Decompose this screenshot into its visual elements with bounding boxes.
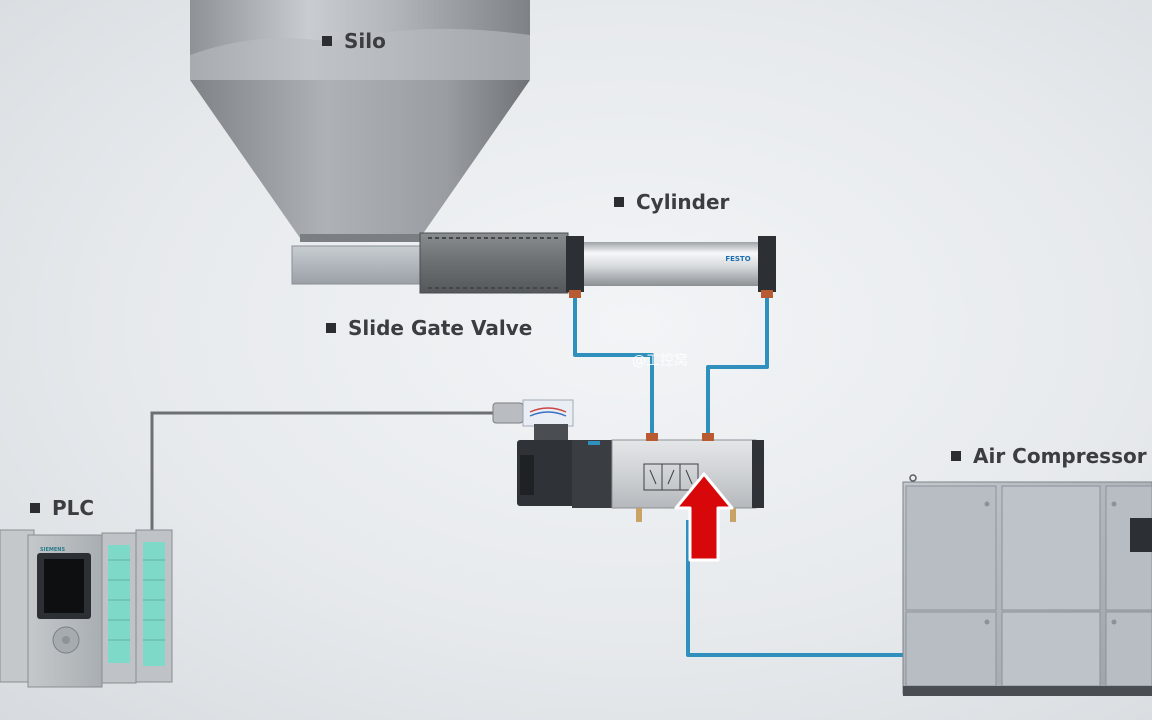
- bullet-square-icon: [30, 503, 40, 513]
- bullet-square-icon: [326, 323, 336, 333]
- pneumatic-cylinder: FESTO: [566, 236, 776, 298]
- label-plc: PLC: [30, 496, 94, 520]
- slide-gate-valve: [291, 232, 569, 294]
- plc-brand-logo: SIEMENS: [40, 547, 65, 553]
- signal-wire: [150, 411, 497, 530]
- label-slide-gate-valve-text: Slide Gate Valve: [348, 316, 533, 340]
- air-line-cylinder-front: [706, 298, 769, 437]
- air-lines: [573, 298, 905, 657]
- label-silo: Silo: [322, 29, 386, 53]
- air-flow-arrow-icon: [674, 472, 734, 562]
- silo: [190, 0, 530, 242]
- air-line-compressor: [686, 520, 905, 657]
- label-slide-gate-valve: Slide Gate Valve: [326, 316, 532, 340]
- watermark: @工控窝: [632, 353, 688, 369]
- label-cylinder: Cylinder: [614, 190, 729, 214]
- air-compressor: [902, 474, 1152, 696]
- cylinder-brand-logo: FESTO: [725, 255, 750, 263]
- bullet-square-icon: [322, 36, 332, 46]
- bullet-square-icon: [951, 451, 961, 461]
- label-plc-text: PLC: [52, 496, 95, 520]
- plc: SIEMENS: [0, 529, 173, 688]
- air-line-cylinder-rear: [573, 298, 654, 437]
- bullet-square-icon: [614, 197, 624, 207]
- label-air-compressor: Air Compressor: [951, 444, 1147, 468]
- label-air-compressor-text: Air Compressor: [973, 444, 1147, 468]
- label-silo-text: Silo: [344, 29, 386, 53]
- label-cylinder-text: Cylinder: [636, 190, 730, 214]
